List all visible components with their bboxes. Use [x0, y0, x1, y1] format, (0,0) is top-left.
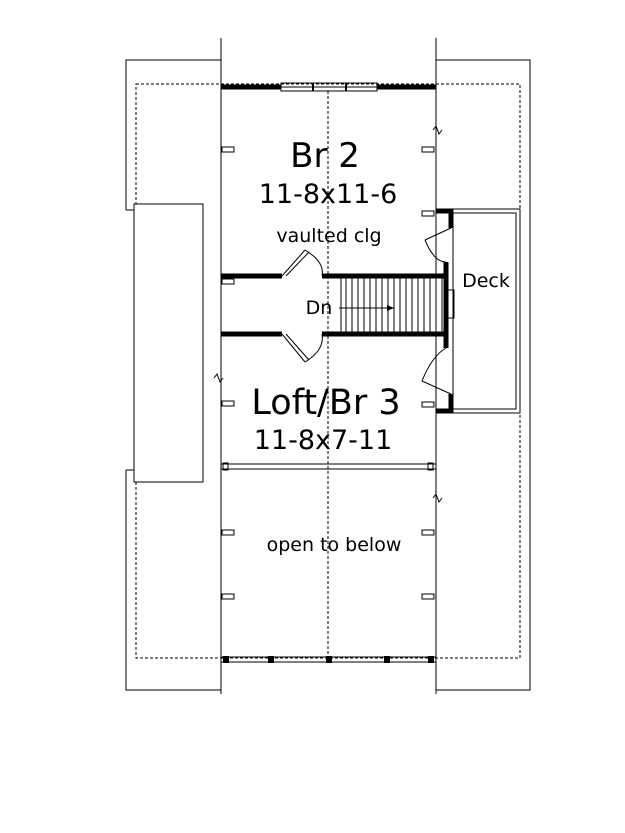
stair-arrow-head — [387, 305, 394, 311]
open-to-below-label: open to below — [267, 534, 402, 556]
deck-window — [447, 289, 455, 319]
right-wall-ticks — [421, 146, 435, 600]
break-marks — [213, 124, 443, 504]
top-wall — [221, 82, 436, 92]
left-wall-ticks — [221, 146, 235, 600]
bottom-wall — [221, 656, 436, 663]
right-roof-outline — [436, 59, 531, 691]
loft-rail — [221, 462, 436, 471]
left-roof-outline — [125, 59, 221, 691]
side-chase — [133, 203, 204, 483]
deck-label: Deck — [462, 270, 510, 292]
bedroom2-name: Br 2 — [290, 136, 360, 176]
loft-door — [281, 333, 323, 363]
bedroom2-note: vaulted clg — [276, 225, 381, 247]
deck-railing-inner — [452, 212, 517, 410]
stairs-label: Dn — [306, 297, 333, 319]
bedroom2-door — [281, 249, 323, 277]
deck — [421, 208, 521, 414]
deck-railing-outer — [452, 208, 521, 414]
stairs — [339, 276, 443, 334]
bedroom2-dims: 11-8x11-6 — [259, 179, 398, 210]
loft-dims: 11-8x7-11 — [254, 425, 393, 456]
loft-name: Loft/Br 3 — [251, 383, 400, 423]
stair-corridor-walls — [221, 262, 449, 348]
